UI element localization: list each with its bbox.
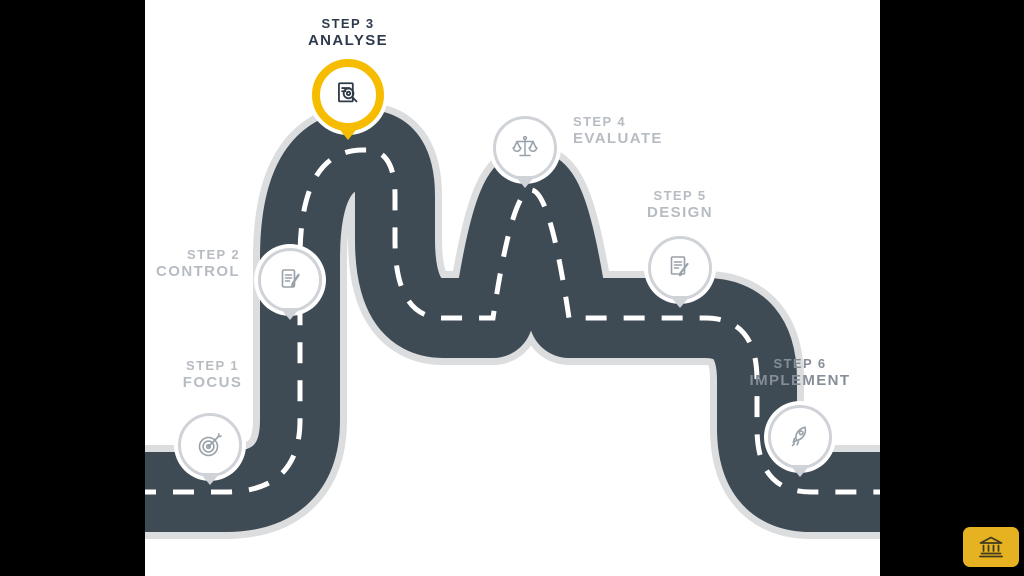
pin-tip [200,473,220,485]
step-number: STEP 4 [573,114,626,129]
bank-icon [979,536,1003,558]
bank-button[interactable] [963,527,1019,567]
step-number: STEP 6 [773,356,827,371]
pin-tip [280,308,300,320]
pin-tip [515,176,535,188]
step-2-label: STEP 2 CONTROL [145,247,240,282]
step-number: STEP 5 [653,188,707,203]
step-6-pin [768,405,832,477]
step-title: EVALUATE [573,130,663,148]
roadmap-slide: STEP 1 FOCUS STEP 2 [145,0,880,576]
step-title: FOCUS [182,374,243,392]
balance-scales-icon [512,135,538,157]
pin-circle [768,405,832,469]
step-title: CONTROL [156,263,240,281]
pin-circle [493,116,557,180]
letterbox-right [880,0,1024,576]
step-1-label: STEP 1 FOCUS [150,358,275,393]
rocket-icon [791,426,807,447]
step-number: STEP 1 [186,358,239,373]
pin-tip [336,125,360,140]
step-5-label: STEP 5 DESIGN [615,188,745,223]
step-4-label: STEP 4 EVALUATE [573,114,723,149]
step-2-pin [258,248,322,320]
step-1-pin [178,413,242,485]
step-3-label: STEP 3 ANALYSE [273,16,423,51]
step-title: IMPLEMENT [749,372,851,390]
step-6-label: STEP 6 IMPLEMENT [725,356,875,391]
letterbox-left [0,0,145,576]
document-magnifier-icon [338,82,358,103]
pin-tip [790,465,810,477]
step-3-pin [312,59,384,140]
target-arrow-icon [198,433,222,457]
step-5-pin [648,236,712,308]
pin-circle [648,236,712,300]
pin-circle [258,248,322,312]
pin-tip [670,296,690,308]
document-pencil-icon [670,256,689,277]
step-title: ANALYSE [307,32,389,50]
pin-circle [312,59,384,131]
step-number: STEP 3 [321,16,375,31]
roadmap-road [145,103,880,539]
step-number: STEP 2 [187,247,240,262]
step-4-pin [493,116,557,188]
pin-circle [178,413,242,477]
step-title: DESIGN [647,204,713,222]
clipboard-pen-icon [281,269,300,288]
